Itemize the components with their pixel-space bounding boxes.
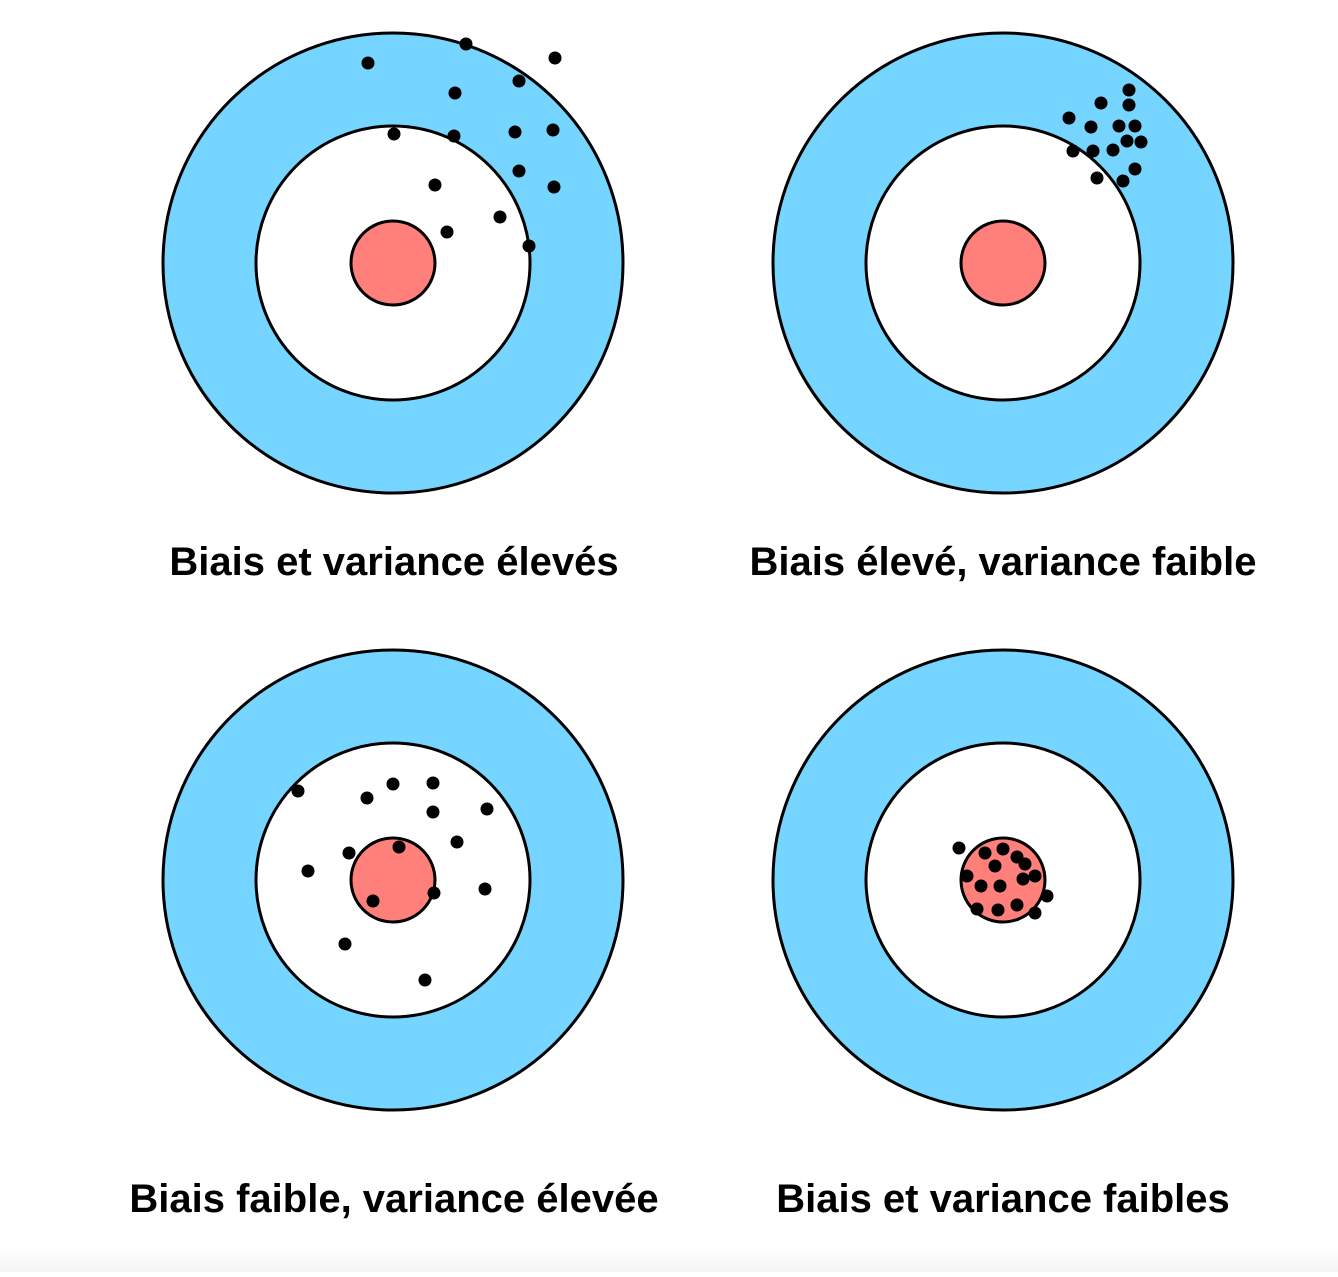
shot-dot	[1116, 174, 1130, 188]
shot-dot	[440, 225, 454, 239]
caption-low-bias-high-variance: Biais faible, variance élevée	[129, 1177, 659, 1221]
shot-dot	[418, 973, 432, 987]
shot-dot	[970, 902, 984, 916]
target-high-bias-high-variance	[161, 31, 625, 495]
shot-dot	[360, 791, 374, 805]
shot-dot	[338, 937, 352, 951]
shot-dot	[546, 123, 560, 137]
shot-dot	[428, 178, 442, 192]
shot-dot	[1062, 111, 1076, 125]
shot-dot	[447, 129, 461, 143]
shot-dot	[1040, 889, 1054, 903]
shot-dot	[974, 879, 988, 893]
shot-dot	[952, 841, 966, 855]
target-low-bias-low-variance	[771, 648, 1235, 1112]
shot-dot	[1128, 162, 1142, 176]
shot-dot	[478, 882, 492, 896]
shot-dot	[291, 784, 305, 798]
shot-dot	[1134, 135, 1148, 149]
shot-dot	[991, 903, 1005, 917]
caption-high-bias-high-variance: Biais et variance élevés	[169, 540, 619, 584]
shot-dot	[1016, 872, 1030, 886]
shot-dot	[988, 859, 1002, 873]
shot-dot	[427, 886, 441, 900]
shot-dot	[1112, 119, 1126, 133]
shot-dot	[512, 164, 526, 178]
shot-dot	[459, 37, 473, 51]
shot-dot	[993, 879, 1007, 893]
shot-dot	[996, 842, 1010, 856]
shot-dot	[978, 846, 992, 860]
target-bullseye	[349, 219, 437, 307]
shot-dot	[426, 776, 440, 790]
target-high-bias-low-variance	[771, 31, 1235, 495]
shot-dot	[301, 864, 315, 878]
shot-dot	[1028, 906, 1042, 920]
shot-dot	[387, 127, 401, 141]
shot-dot	[1120, 134, 1134, 148]
target-low-bias-high-variance	[161, 648, 625, 1112]
shot-dot	[547, 180, 561, 194]
shot-dot	[1090, 171, 1104, 185]
shot-dot	[548, 51, 562, 65]
shot-dot	[448, 86, 462, 100]
shot-dot	[512, 74, 526, 88]
shot-dot	[493, 210, 507, 224]
caption-high-bias-low-variance: Biais élevé, variance faible	[749, 540, 1257, 584]
shot-dot	[361, 56, 375, 70]
shot-dot	[480, 802, 494, 816]
shot-dot	[426, 805, 440, 819]
caption-low-bias-low-variance: Biais et variance faibles	[776, 1177, 1230, 1221]
shot-dot	[342, 846, 356, 860]
shot-dot	[522, 239, 536, 253]
shot-dot	[1106, 143, 1120, 157]
shot-dot	[450, 835, 464, 849]
target-bullseye	[349, 836, 437, 924]
target-bullseye	[959, 219, 1047, 307]
shot-dot	[960, 869, 974, 883]
shot-dot	[366, 894, 380, 908]
shot-dot	[1066, 144, 1080, 158]
shot-dot	[1128, 119, 1142, 133]
shot-dot	[1018, 857, 1032, 871]
shot-dot	[508, 125, 522, 139]
shot-dot	[1086, 144, 1100, 158]
shot-dot	[392, 840, 406, 854]
shot-dot	[1084, 120, 1098, 134]
shot-dot	[1028, 869, 1042, 883]
shot-dot	[1010, 898, 1024, 912]
bottom-edge-shadow	[0, 1248, 1338, 1272]
shot-dot	[1094, 96, 1108, 110]
shot-dot	[1122, 98, 1136, 112]
shot-dot	[386, 777, 400, 791]
shot-dot	[1122, 83, 1136, 97]
